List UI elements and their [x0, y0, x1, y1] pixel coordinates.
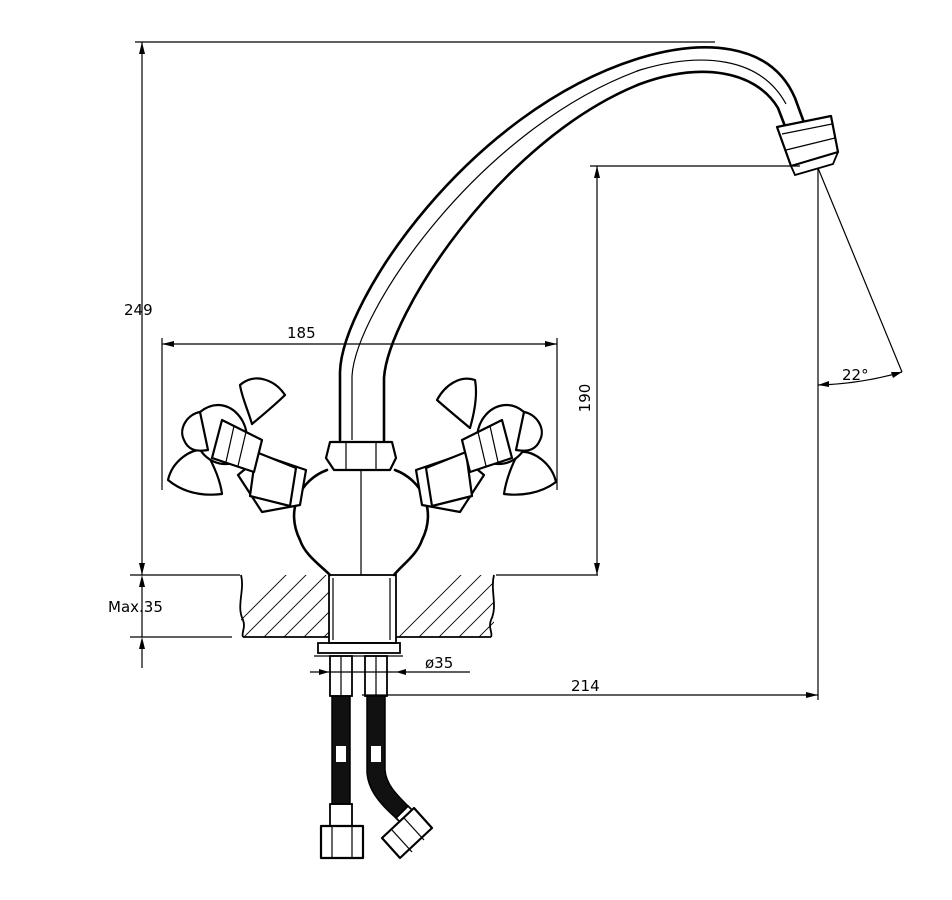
right-hose-nut [380, 806, 434, 860]
fixing-nut [317, 642, 401, 654]
max-thickness-label: Max.35 [108, 598, 163, 616]
left-valve-body [248, 450, 298, 508]
aerator [775, 114, 840, 168]
mounting-shank [328, 574, 397, 644]
countertop-break-right [489, 574, 495, 638]
left-hose-nut [319, 824, 365, 860]
countertop-hatch-right [398, 575, 494, 637]
right-valve-body [424, 450, 474, 508]
spout [324, 46, 840, 472]
spout-height-label: 190 [576, 384, 594, 413]
countertop-hatch-left [241, 575, 329, 637]
dimension-labels: 249 185 190 Max.35 ø35 214 22° [108, 301, 869, 695]
countertop-break-left [239, 574, 245, 638]
faucet-body [236, 450, 486, 577]
dimension-lines [130, 41, 903, 700]
spout-collar [324, 440, 398, 472]
countertop-section [239, 574, 495, 657]
swivel-angle-label: 22° [842, 366, 869, 384]
supply-hoses [319, 655, 434, 860]
hole-diameter-label: ø35 [425, 654, 453, 672]
height-total-label: 249 [124, 301, 153, 319]
reach-label: 214 [571, 677, 600, 695]
handle-span-label: 185 [287, 324, 316, 342]
right-cross-handle [435, 377, 558, 496]
left-cross-handle [166, 377, 287, 496]
